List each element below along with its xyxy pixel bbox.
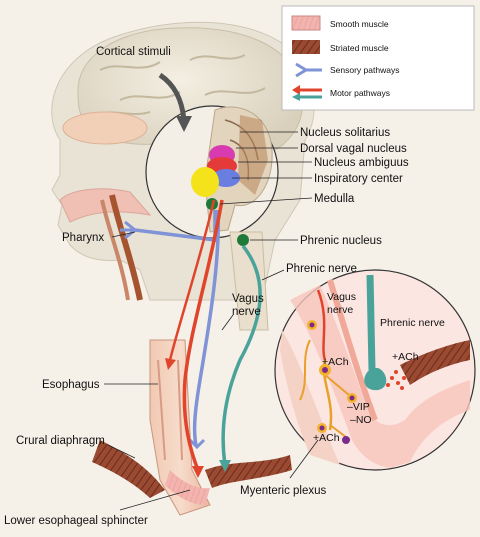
label-crural-diaphragm: Crural diaphragm [16, 435, 105, 447]
motor-pathway [182, 199, 224, 471]
legend-label-sensory-pathways: Sensory pathways [330, 65, 399, 75]
legend-label-motor-pathways: Motor pathways [330, 88, 390, 98]
label-cortical-stimuli: Cortical stimuli [96, 46, 171, 58]
motor-pathway-icon [292, 85, 322, 101]
inset-label-ach-1: +ACh [322, 356, 349, 368]
inset-label-vagus-line1: Vagus [327, 291, 356, 303]
inset-label-no: –NO [350, 414, 372, 426]
label-esophagus: Esophagus [42, 379, 100, 391]
label-phrenic-nerve: Phrenic nerve [286, 263, 357, 275]
label-phrenic-nucleus: Phrenic nucleus [300, 235, 382, 247]
smooth-muscle-swatch [291, 15, 321, 31]
inset-label-phrenic-nerve: Phrenic nerve [380, 317, 445, 329]
sensory-pathway-vagus [192, 209, 220, 446]
inset-label-vagus-line2: nerve [327, 304, 353, 316]
legend-label-striated-muscle: Striated muscle [330, 43, 389, 53]
inspiratory-center-region [191, 167, 219, 197]
label-dorsal-vagal-nucleus: Dorsal vagal nucleus [300, 143, 407, 155]
legend: Smooth muscle Striated muscle Sensory pa… [281, 5, 475, 111]
label-myenteric-plexus: Myenteric plexus [240, 485, 327, 497]
label-nucleus-ambiguus: Nucleus ambiguus [314, 157, 409, 169]
phrenic-nucleus-node [237, 234, 249, 246]
inset-label-ach-3: +ACh [313, 432, 340, 444]
phrenic-nerve-path [221, 244, 262, 466]
sensory-pathway-icon [295, 62, 322, 78]
legend-label-smooth-muscle: Smooth muscle [330, 19, 389, 29]
label-nucleus-solitarius: Nucleus solitarius [300, 127, 390, 139]
label-pharynx: Pharynx [62, 232, 104, 244]
inset-label-ach-2: +ACh [392, 351, 419, 363]
nucleus-ambiguus-region [212, 169, 240, 187]
label-medulla: Medulla [314, 193, 355, 205]
crural-diaphragm [92, 440, 165, 498]
label-vagus-nerve-line2: nerve [232, 306, 261, 318]
label-lower-esophageal-sphincter: Lower esophageal sphincter [4, 515, 148, 527]
striated-muscle-swatch [292, 40, 320, 54]
inset-label-vip: –VIP [347, 401, 370, 413]
label-inspiratory-center: Inspiratory center [314, 173, 403, 185]
label-vagus-nerve-line1: Vagus [232, 293, 264, 305]
